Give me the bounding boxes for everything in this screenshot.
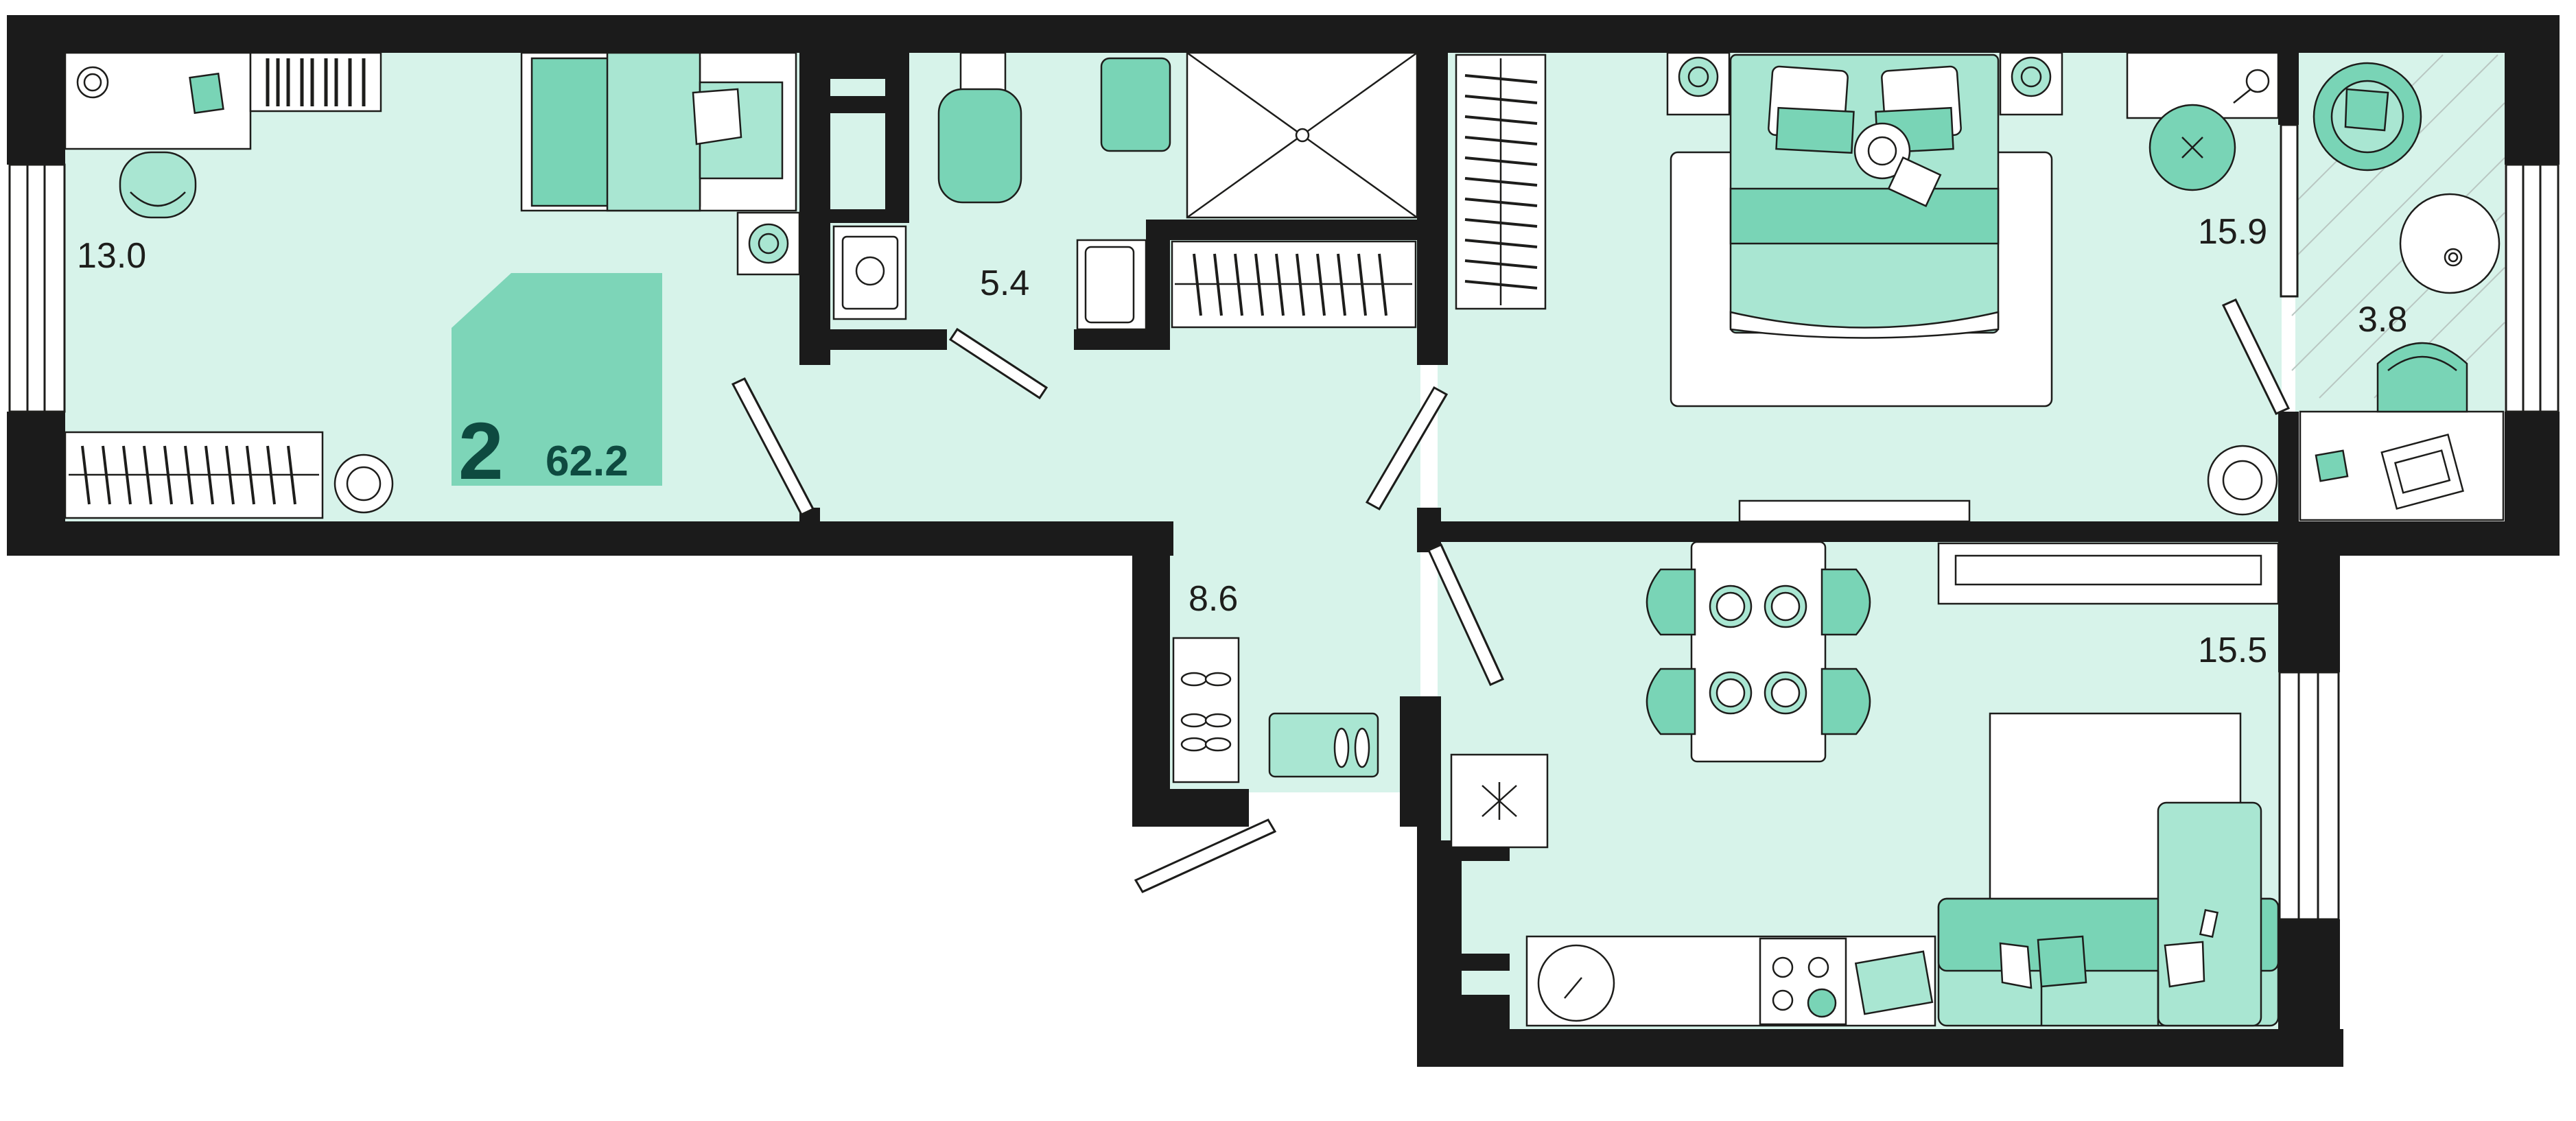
cutting-board	[1854, 950, 1934, 1015]
tv-stand	[1738, 499, 1971, 523]
pillow-icon	[2037, 935, 2087, 988]
toilet-tank	[959, 51, 1007, 92]
furniture-bathroom	[832, 51, 1418, 331]
cushion-icon	[2344, 88, 2389, 132]
pillow-icon	[1999, 942, 2033, 989]
door-balcony[interactable]	[2221, 298, 2291, 415]
toilet	[937, 88, 1022, 204]
book-icon	[2315, 449, 2349, 482]
phone-icon	[2199, 909, 2219, 938]
chair	[1820, 568, 1871, 636]
chair	[1646, 568, 1696, 636]
doors	[731, 298, 2291, 893]
plant-icon	[76, 66, 109, 99]
card-icon	[1887, 156, 1942, 207]
area-bedroom-left: 13.0	[77, 236, 146, 276]
furniture-kitchen-living	[1450, 541, 2280, 1027]
room-labels: 13.0 5.4 8.6 15.9 3.8 15.5	[77, 212, 2407, 670]
shoe-rack	[1172, 637, 1240, 783]
plant-icon	[333, 453, 394, 514]
furniture-balcony	[2299, 62, 2505, 521]
bookshelf	[249, 51, 382, 113]
flowers-icon	[1853, 122, 1911, 180]
door-mat	[1268, 712, 1379, 778]
area-bedroom-right: 15.9	[2198, 212, 2267, 252]
area-kitchen-living: 15.5	[2198, 630, 2267, 670]
walls	[7, 15, 2560, 1067]
furniture-hallway	[1172, 637, 1379, 783]
book-icon	[189, 72, 224, 115]
coffee-table	[2399, 193, 2501, 294]
pot-icon	[1807, 988, 1837, 1018]
shoe-icon	[1180, 672, 1208, 687]
slipper-icon	[1333, 727, 1350, 768]
pillow-icon	[2164, 941, 2205, 988]
windows	[8, 123, 2560, 921]
chair	[2376, 342, 2468, 413]
apartment-badge: 2 62.2	[452, 273, 662, 497]
plant-icon	[2207, 445, 2278, 516]
total-area: 62.2	[546, 438, 629, 485]
furniture-bedroom-right	[1455, 51, 2280, 523]
chair	[119, 151, 197, 219]
chair	[1820, 668, 1871, 735]
dining-table	[1690, 541, 1827, 763]
rooms-count: 2	[458, 406, 504, 497]
door-entrance[interactable]	[1134, 818, 1277, 893]
floor-hallway	[799, 329, 1420, 521]
badge-shape	[452, 273, 662, 486]
pillow-icon	[692, 88, 742, 145]
area-hallway: 8.6	[1189, 579, 1238, 619]
bath-mat	[1100, 57, 1171, 152]
furniture-bedroom-left	[64, 51, 801, 519]
chair	[1646, 668, 1696, 735]
area-bathroom: 5.4	[980, 263, 1029, 303]
mirror-icon	[2245, 69, 2270, 93]
area-balcony: 3.8	[2358, 300, 2407, 340]
